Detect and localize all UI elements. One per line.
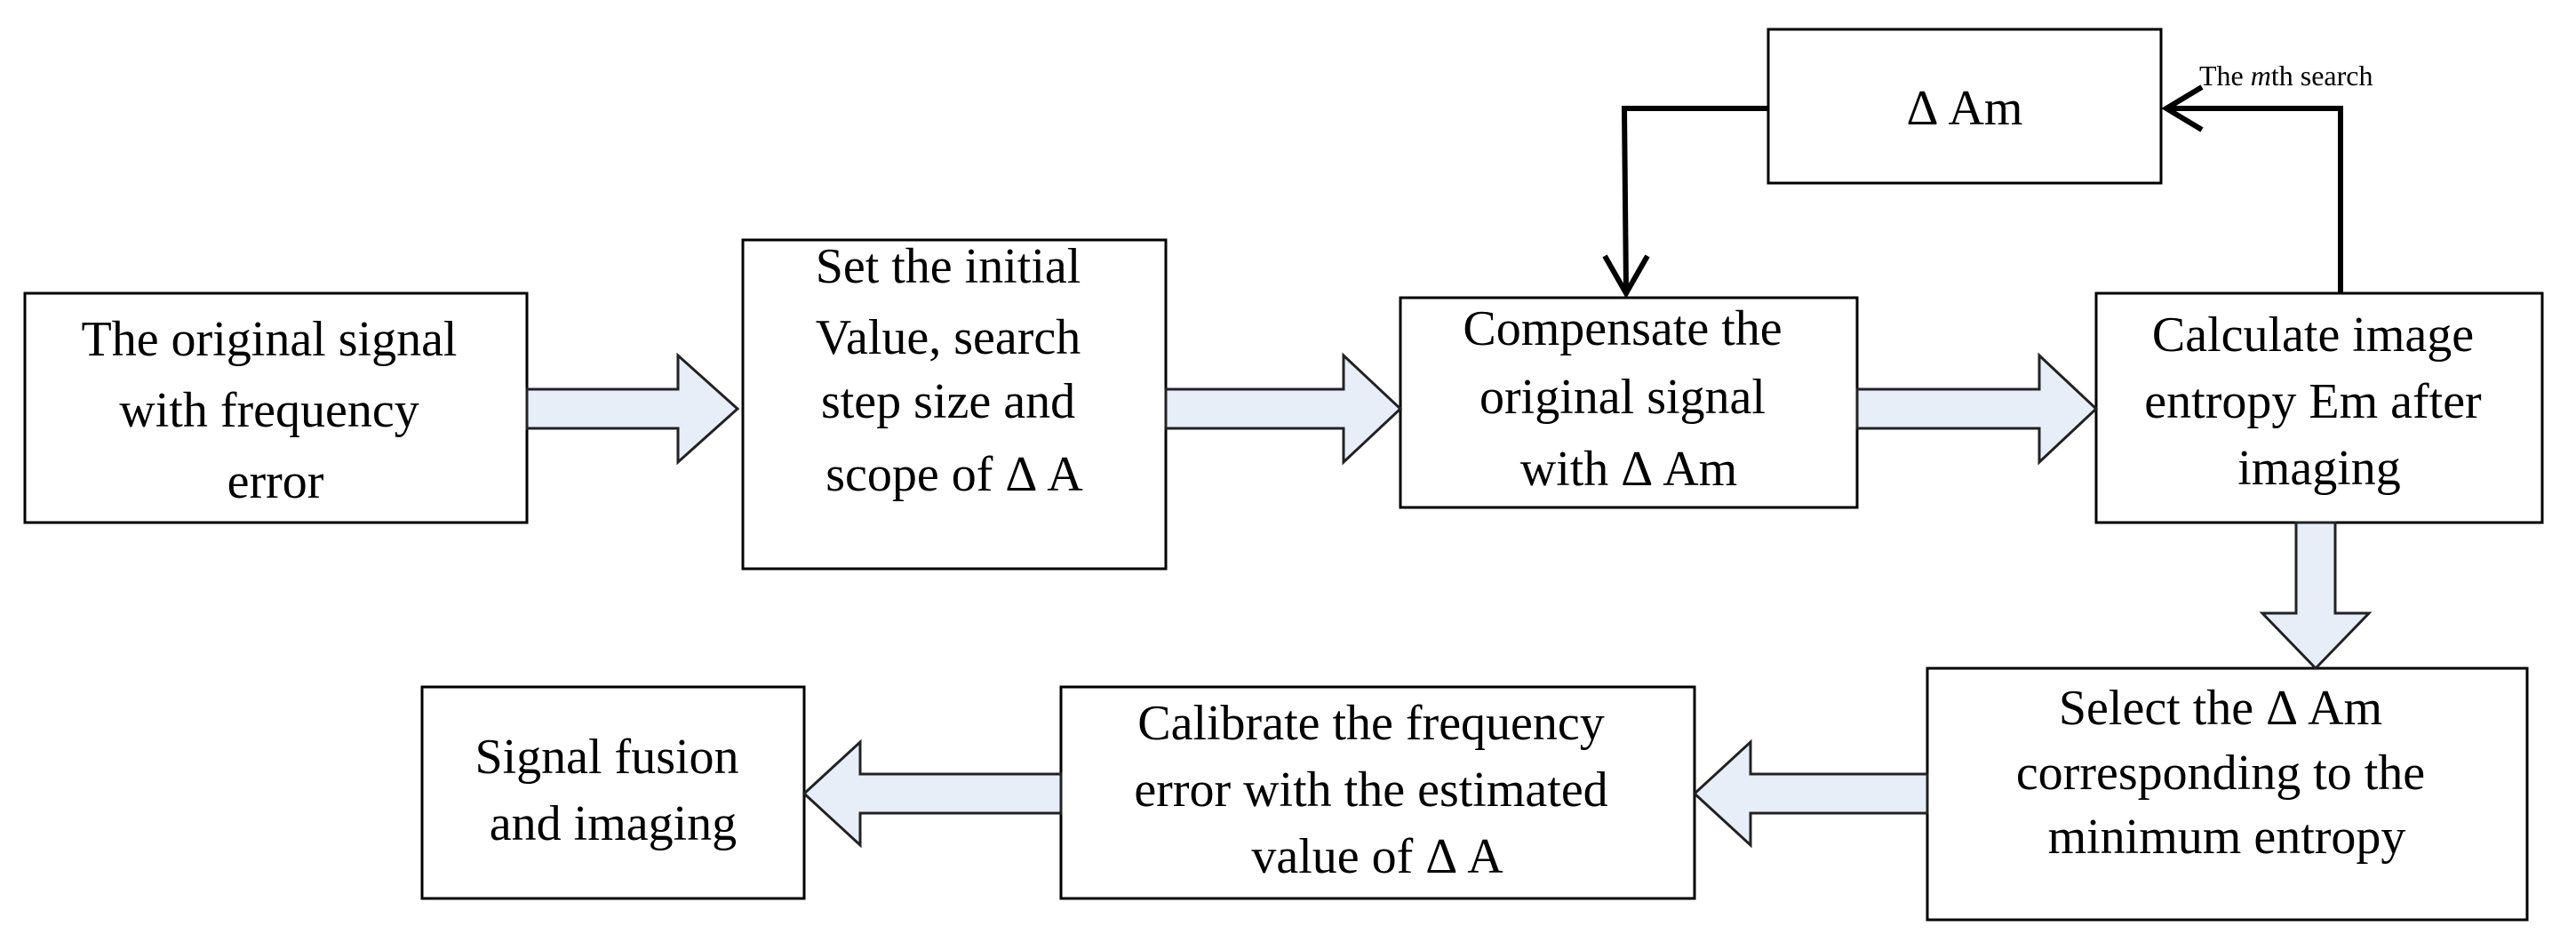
box-delta-am (1767, 28, 2163, 185)
node-delta-am-text: Δ Am (1907, 81, 2023, 136)
loop-arrowhead-into-compensate (1602, 254, 1650, 299)
box-original-signal (23, 291, 529, 524)
box-calibrate (1059, 685, 1696, 900)
box-select-delta (1926, 667, 2529, 922)
block-arrow-compensate-to-calculate (1855, 352, 2099, 466)
node-select-delta-text: Select the Δ Am corresponding to the min… (2016, 681, 2437, 865)
node-calibrate-text: Calibrate the frequency error with the e… (1134, 696, 1620, 884)
box-compensate (1399, 296, 1859, 509)
box-calculate-entropy (2094, 291, 2544, 524)
block-arrow-calibrate-to-fusion (802, 738, 1063, 849)
loop-label: The mth search (2199, 60, 2373, 92)
block-arrow-select-to-calibrate (1692, 738, 1929, 849)
node-compensate-text: Compensate the original signal with Δ Am (1463, 301, 1794, 497)
node-original-signal-text: The original signal with frequency error (81, 312, 469, 509)
node-calculate-entropy-text: Calculate image entropy Em after imaging (2144, 307, 2493, 496)
block-arrow-calculate-to-select (2259, 521, 2373, 671)
loop-line-delta-to-compensate (1621, 106, 1768, 291)
loop-arrowhead-into-delta (2161, 84, 2204, 132)
node-signal-fusion-text: Signal fusion and imaging (475, 730, 751, 851)
block-arrow-original-to-set (525, 352, 740, 466)
loop-line-calculate-to-delta (2168, 106, 2343, 293)
box-signal-fusion (420, 685, 806, 900)
block-arrow-set-to-compensate (1164, 352, 1403, 466)
box-set-initial (741, 238, 1168, 571)
node-set-initial-text: Set the initial Value, search step size … (816, 239, 1094, 502)
